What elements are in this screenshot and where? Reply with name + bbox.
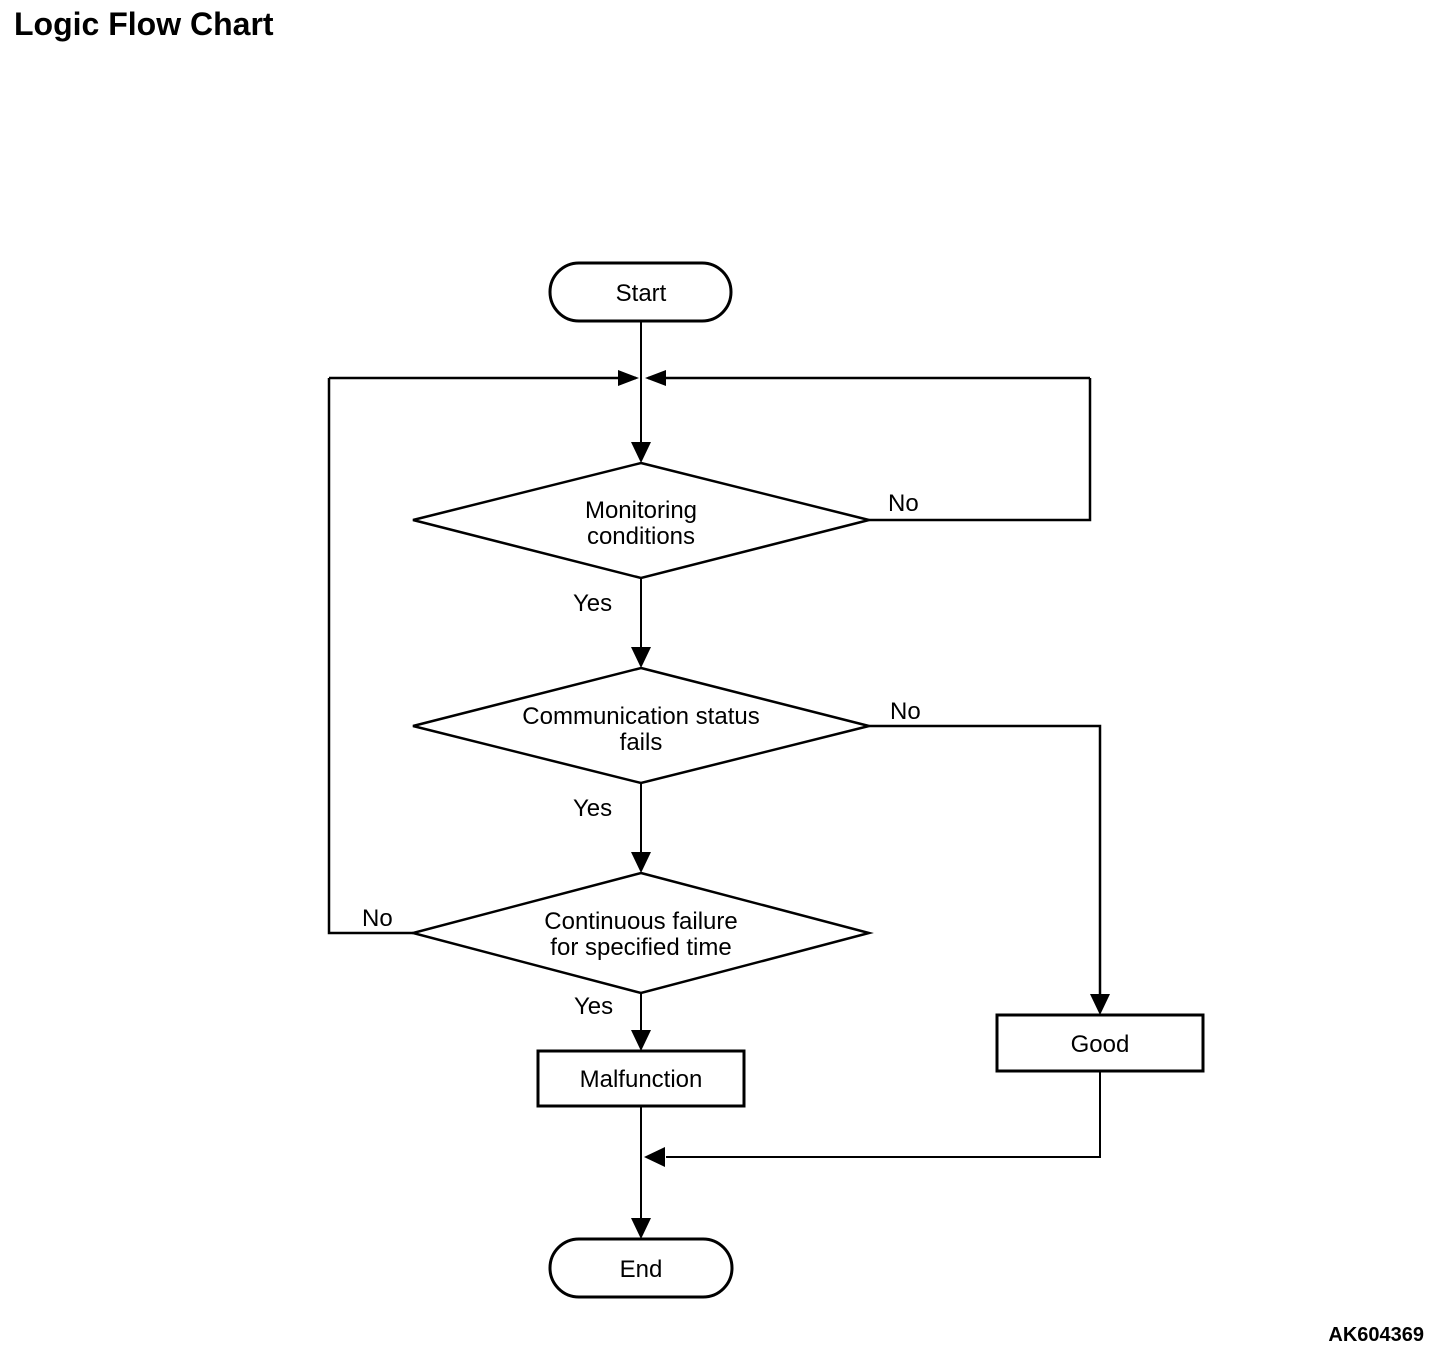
malfunction-process-shape: [536, 1049, 746, 1108]
label-monitoring-no: No: [888, 490, 919, 517]
node-decision-continuous-failure: Continuous failure for specified time: [408, 871, 874, 995]
label-communication-no: No: [890, 698, 921, 725]
decision-continuous-shape: [408, 871, 874, 995]
node-process-good: Good: [995, 1013, 1205, 1073]
node-start: Start: [548, 261, 733, 323]
decision-communication-label-line1: Communication status: [522, 703, 759, 730]
decision-continuous-label-line2: for specified time: [550, 934, 731, 961]
decision-monitoring-label-line1: Monitoring: [585, 497, 697, 524]
end-terminator-shape: [548, 1237, 734, 1299]
connector-communication-no-to-good: [869, 724, 1102, 996]
malfunction-label: Malfunction: [580, 1066, 703, 1093]
start-label: Start: [616, 280, 667, 307]
page-title: Logic Flow Chart: [14, 6, 274, 42]
connector-continuous-no-loop: [327, 378, 413, 935]
good-label: Good: [1071, 1031, 1130, 1058]
node-end: End: [548, 1237, 734, 1299]
arrowhead-into-good: [1090, 994, 1110, 1015]
node-process-malfunction: Malfunction: [536, 1049, 746, 1108]
arrowhead-right-loop-into-junction: [645, 370, 666, 386]
node-decision-communication-status: Communication status fails: [412, 666, 870, 785]
arrowhead-into-communication: [631, 647, 651, 668]
decision-communication-label-line2: fails: [620, 729, 663, 756]
arrowhead-left-loop-into-junction: [618, 370, 639, 386]
node-decision-monitoring-conditions: Monitoring conditions: [412, 461, 870, 580]
arrowhead-into-end: [631, 1218, 651, 1239]
label-communication-yes: Yes: [573, 795, 612, 822]
label-continuous-yes: Yes: [574, 993, 613, 1020]
start-terminator-shape: [548, 261, 733, 323]
connector-good-to-merge: [666, 1071, 1101, 1158]
arrowhead-into-monitoring: [631, 442, 651, 463]
decision-continuous-label-line1: Continuous failure: [544, 908, 737, 935]
arrowhead-into-continuous: [631, 852, 651, 873]
label-monitoring-yes: Yes: [573, 590, 612, 617]
decision-communication-shape: [412, 666, 870, 785]
connector-monitoring-no-loop: [869, 378, 1092, 522]
decision-monitoring-label-line2: conditions: [587, 523, 695, 550]
end-label: End: [620, 1256, 663, 1283]
arrowhead-good-into-merge: [644, 1147, 665, 1167]
good-process-shape: [995, 1013, 1205, 1073]
decision-monitoring-shape: [412, 461, 870, 580]
arrowhead-into-malfunction: [631, 1030, 651, 1051]
label-continuous-no: No: [362, 905, 393, 932]
connectors: [327, 321, 1110, 1239]
figure-code: AK604369: [1328, 1324, 1424, 1346]
